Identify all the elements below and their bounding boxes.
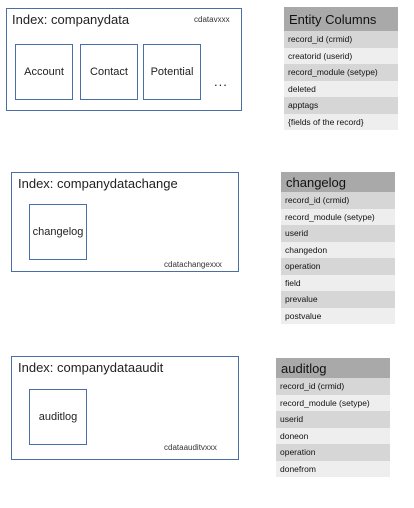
table-row: record_id (crmid)	[276, 378, 390, 395]
table-row: record_id (crmid)	[284, 31, 398, 48]
table-row: {fields of the record}	[284, 113, 398, 130]
table-row: record_id (crmid)	[281, 192, 395, 209]
index-companydata-alias: cdatavxxx	[194, 15, 230, 24]
index-companydatachange-alias: cdatachangexxx	[164, 260, 222, 269]
table-row: userid	[281, 225, 395, 242]
account-module-box: Account	[15, 44, 73, 100]
table-row: postvalue	[281, 307, 395, 324]
auditlog-header: auditlog	[276, 358, 390, 378]
contact-module-box: Contact	[80, 44, 138, 100]
table-row: userid	[276, 411, 390, 428]
table-row: operation	[276, 444, 390, 461]
table-row: record_module (setype)	[276, 394, 390, 411]
changelog-box: changelog	[29, 204, 87, 260]
index-companydataaudit-title: Index: companydataaudit	[18, 360, 164, 375]
index-companydataaudit-alias: cdataauditvxxx	[164, 443, 217, 452]
changelog-table: changelog record_id (crmid) record_modul…	[281, 172, 395, 324]
table-row: deleted	[284, 80, 398, 97]
changelog-header: changelog	[281, 172, 395, 192]
potential-module-box: Potential	[143, 44, 201, 100]
table-row: changedon	[281, 241, 395, 258]
entity-columns-table: Entity Columns record_id (crmid) creator…	[284, 7, 398, 130]
table-row: field	[281, 274, 395, 291]
index-companydatachange-title: Index: companydatachange	[18, 176, 178, 191]
index-companydata-title: Index: companydata	[12, 12, 130, 27]
auditlog-box: auditlog	[29, 389, 87, 445]
table-row: creatorid (userid)	[284, 47, 398, 64]
table-row: operation	[281, 258, 395, 275]
table-row: doneon	[276, 427, 390, 444]
table-row: prevalue	[281, 291, 395, 308]
table-row: donefrom	[276, 460, 390, 477]
auditlog-table: auditlog record_id (crmid) record_module…	[276, 358, 390, 477]
entity-columns-header: Entity Columns	[284, 7, 398, 31]
table-row: record_module (setype)	[284, 64, 398, 81]
table-row: record_module (setype)	[281, 208, 395, 225]
table-row: apptags	[284, 97, 398, 114]
more-modules-ellipsis: ...	[214, 74, 228, 89]
